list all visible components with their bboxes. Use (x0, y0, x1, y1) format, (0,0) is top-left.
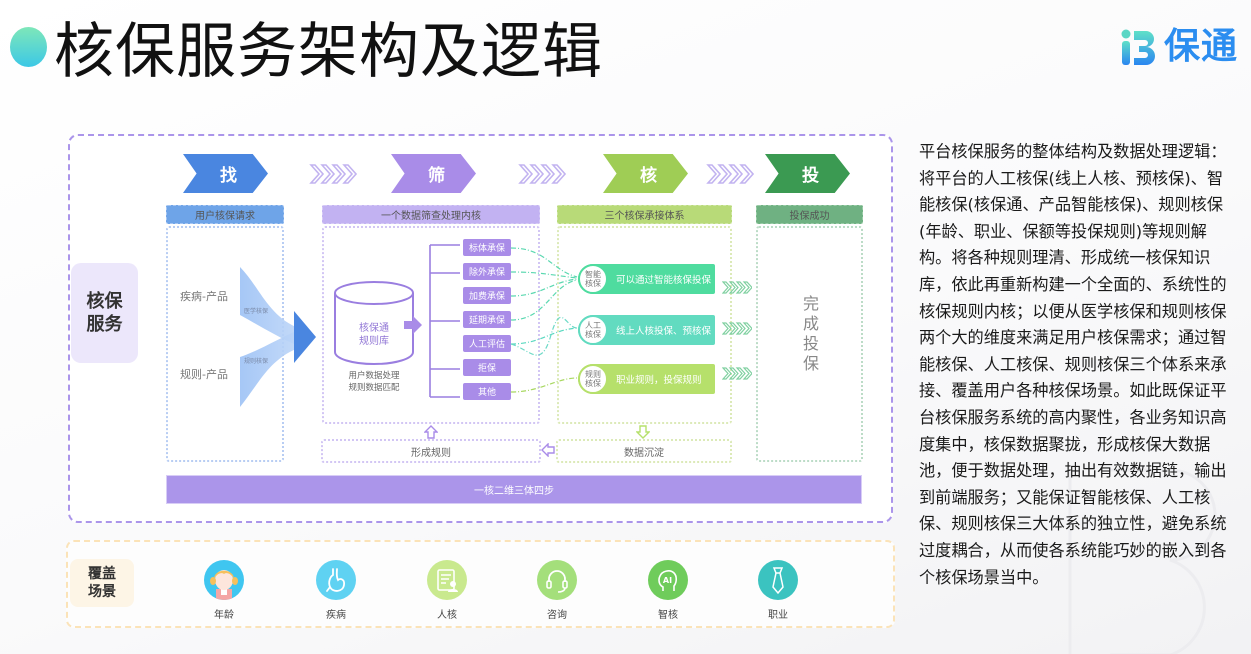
rule-connectors (511, 247, 578, 393)
up-arrow-icon (424, 425, 438, 439)
manual-check-circle: 人工核保 (578, 315, 608, 345)
rule-decline: 拒保 (463, 359, 511, 376)
database-icon (334, 281, 414, 365)
girl-avatar-icon (204, 560, 244, 600)
logo-text: 保通 (1164, 26, 1239, 67)
core-service-label: 核保服务 (71, 263, 138, 363)
rule-other: 其他 (463, 383, 511, 400)
page-title: 核保服务架构及逻辑 (54, 17, 603, 87)
chevron-arrows-icon (722, 322, 752, 335)
rule-manual-evaluation: 人工评估 (463, 335, 511, 352)
step-issue: 投 (765, 154, 850, 193)
rule-postpone-accept: 延期承保 (463, 311, 511, 328)
step-find: 找 (183, 154, 268, 193)
headset-icon (537, 560, 577, 600)
rule-surcharge-accept: 加费承保 (463, 287, 511, 304)
person-document-icon (427, 560, 467, 600)
manual-check-system: 人工核保 线上人核投保、预核保 (578, 315, 715, 345)
data-precipitation-box: 数据沉淀 (556, 439, 732, 463)
medical-flow-shape (240, 267, 296, 345)
step-check: 核 (603, 154, 688, 193)
merge-flow-graphic (240, 267, 316, 407)
rule-bracket (429, 244, 460, 398)
left-arrow-icon (541, 443, 555, 457)
engine-arrow-icon (404, 316, 422, 334)
column-header-engine: 一个数据筛查处理内核 (322, 205, 540, 224)
database-caption: 用户数据处理 规则数据匹配 (348, 371, 400, 393)
scene-manual: 人核 (417, 560, 477, 621)
rule-flow-shape (240, 331, 296, 407)
database-label: 核保通 规则库 (359, 323, 389, 347)
tie-icon (758, 560, 798, 600)
step-filter: 筛 (391, 154, 476, 193)
brand-logo: 保通 (1120, 25, 1238, 69)
scene-occupation: 职业 (748, 560, 808, 621)
stomach-icon (316, 560, 356, 600)
input-rule-product: 规则-产品 (180, 368, 228, 381)
rule-standard-accept: 标体承保 (463, 239, 511, 256)
scene-disease: 疾病 (306, 560, 366, 621)
title-bullet-icon (10, 27, 47, 67)
ai-head-icon: AI (648, 560, 688, 600)
smart-check-system: 智能核保 可以通过智能核保投保 (578, 264, 715, 294)
column-header-systems: 三个核保承接体系 (557, 205, 732, 224)
systems-column (557, 226, 732, 424)
architecture-frame (68, 134, 893, 523)
form-rules-box: 形成规则 (321, 439, 541, 463)
column-header-request: 用户核保请求 (166, 205, 284, 224)
coverage-label: 覆盖场景 (70, 559, 134, 607)
engine-column (322, 226, 540, 424)
rule-check-system: 规则核保 职业规则，投保规则 (578, 364, 715, 394)
watermark-logo (1068, 468, 1217, 654)
chevron-arrows-icon (309, 163, 357, 185)
completion-text: 完 成 投 保 (802, 294, 819, 373)
chevron-arrows-icon (706, 163, 754, 185)
down-arrow-icon (636, 425, 650, 439)
ib-logo-icon (1121, 29, 1155, 65)
svg-text:AI: AI (663, 576, 672, 585)
chevron-arrows-icon (518, 163, 566, 185)
merge-arrow-icon (294, 311, 316, 363)
chevron-arrows-icon (722, 281, 752, 294)
description-text: 平台核保服务的整体结构及数据处理逻辑：将平台的人工核保(线上人核、预核保)、智能… (919, 142, 1227, 587)
chevron-arrows-icon (722, 367, 752, 380)
summary-bar: 一核二维三体四步 (166, 475, 862, 504)
smart-check-circle: 智能核保 (578, 264, 608, 294)
rule-exclusion-accept: 除外承保 (463, 263, 511, 280)
input-disease-product: 疾病-产品 (180, 290, 228, 303)
flow-label-medical: 医学核保 (244, 308, 269, 315)
rule-check-circle: 规则核保 (578, 364, 608, 394)
column-header-success: 投保成功 (756, 205, 863, 224)
success-column (756, 226, 863, 462)
flow-label-rule: 规则核保 (244, 358, 269, 365)
scene-age: 年龄 (194, 560, 254, 621)
scene-smart: AI 智核 (638, 560, 698, 621)
scene-consult: 咨询 (527, 560, 587, 621)
